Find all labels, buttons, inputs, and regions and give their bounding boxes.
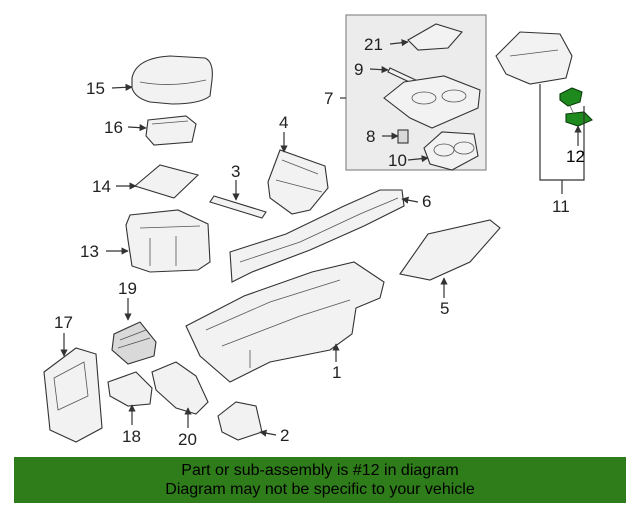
info-banner: Part or sub-assembly is #12 in diagram D… — [14, 457, 626, 503]
part-2-clip[interactable] — [217, 401, 263, 441]
part-13-bracket[interactable] — [125, 209, 211, 273]
part-18-bezel[interactable] — [107, 371, 153, 407]
callout-11: 11 — [552, 197, 570, 216]
part-7-cupholder-plate[interactable] — [383, 75, 481, 129]
callout-17: 17 — [54, 313, 73, 332]
callout-10: 10 — [388, 151, 407, 170]
part-20-duct[interactable] — [151, 361, 209, 415]
callout-1: 1 — [332, 363, 341, 382]
part-12-highlighted[interactable] — [559, 87, 593, 127]
callout-2: 2 — [280, 426, 289, 445]
callout-8: 8 — [366, 127, 375, 146]
banner-line-2: Diagram may not be specific to your vehi… — [165, 481, 475, 498]
callout-4: 4 — [279, 113, 288, 132]
callout-19: 19 — [118, 279, 137, 298]
part-4-support[interactable] — [267, 149, 329, 215]
part-17-rear-panel[interactable] — [43, 347, 103, 443]
part-10-cup-insert[interactable] — [423, 131, 479, 171]
part-1-console-body[interactable] — [185, 261, 385, 383]
callout-14: 14 — [92, 177, 111, 196]
callout-15: 15 — [86, 79, 105, 98]
callout-21: 21 — [364, 35, 383, 54]
callout-12: 12 — [566, 147, 585, 166]
part-11-tray[interactable] — [495, 31, 573, 85]
callout-16: 16 — [104, 118, 123, 137]
part-3-trim-strip[interactable] — [209, 195, 267, 219]
callout-18: 18 — [122, 427, 141, 446]
parts-diagram: 15 16 14 13 3 4 6 5 1 19 17 18 20 2 21 9… — [43, 14, 593, 449]
callout-13: 13 — [80, 242, 99, 261]
callout-7: 7 — [324, 89, 333, 108]
callout-9: 9 — [354, 60, 363, 79]
part-14-mat[interactable] — [133, 164, 200, 199]
part-8-clip[interactable] — [397, 129, 409, 144]
part-19-vent[interactable] — [111, 321, 157, 365]
callout-6: 6 — [422, 192, 431, 211]
callout-3: 3 — [231, 162, 240, 181]
banner-line-1: Part or sub-assembly is #12 in diagram — [181, 462, 459, 479]
leader-lines — [60, 39, 585, 437]
part-5-side-panel[interactable] — [399, 219, 501, 281]
callout-labels: 15 16 14 13 3 4 6 5 1 19 17 18 20 2 21 9… — [54, 35, 585, 449]
part-6-side-panel[interactable] — [229, 189, 405, 283]
part-21-cover[interactable] — [407, 23, 463, 51]
part-15-armrest-lid[interactable] — [131, 55, 213, 105]
part-16-storage-tray[interactable] — [145, 115, 197, 146]
callout-20: 20 — [178, 430, 197, 449]
callout-5: 5 — [440, 299, 449, 318]
